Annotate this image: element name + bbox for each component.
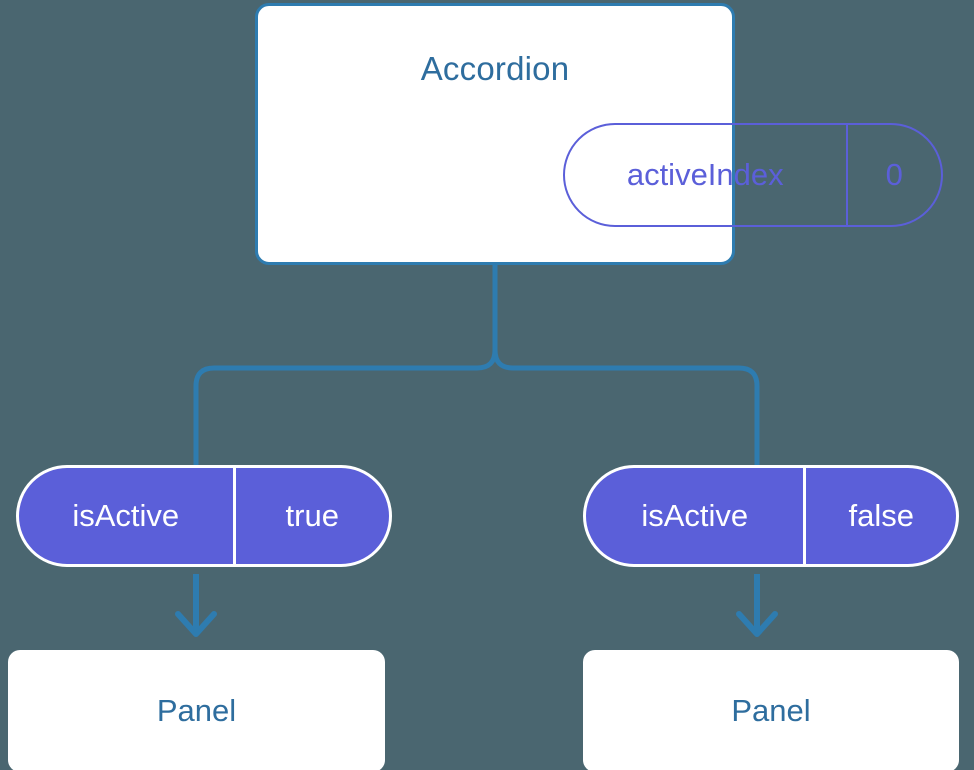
state-pill-active-index[interactable]: activeIndex 0 (563, 123, 943, 227)
prop-pill-value: true (232, 468, 389, 564)
prop-pill-key: isActive (72, 498, 180, 533)
state-pill-key: activeIndex (626, 157, 784, 192)
prop-pill-value: false (803, 468, 956, 564)
prop-pill-is-active-false[interactable]: isActive false (583, 465, 959, 567)
panel-title-left: Panel (156, 693, 237, 728)
accordion-component-card[interactable]: Accordion activeIndex 0 (255, 3, 943, 265)
panel-title-right: Panel (731, 693, 811, 728)
prop-pill-key: isActive (641, 498, 749, 533)
accordion-title: Accordion (420, 50, 570, 87)
panel-component-card-right[interactable]: Panel (583, 650, 959, 770)
prop-pill-is-active-true[interactable]: isActive true (16, 465, 392, 567)
panel-component-card-left[interactable]: Panel (8, 650, 385, 770)
state-pill-value: 0 (845, 125, 942, 225)
